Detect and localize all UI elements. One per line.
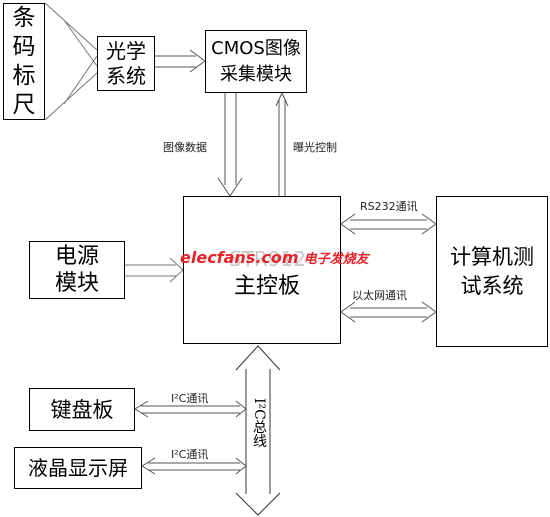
lcd-link-arrow — [141, 457, 247, 475]
cmos-module-box: CMOS图像采集模块 — [205, 30, 307, 93]
watermark-cn: 电子发烧友 — [303, 252, 369, 267]
power-arrow — [125, 257, 184, 283]
lcd-label: 液晶显示屏 — [28, 456, 128, 480]
image-data-label: 图像数据 — [163, 141, 207, 154]
ethernet-arrow — [340, 301, 437, 323]
lcd-box: 液晶显示屏 — [14, 447, 142, 489]
image-data-arrow — [217, 93, 243, 197]
rs232-label: RS232通讯 — [360, 200, 418, 213]
ethernet-label: 以太网通讯 — [352, 289, 407, 302]
barcode-ruler-box: 条码标尺 — [3, 3, 45, 120]
main-board-faded-label: STR912 — [229, 247, 306, 271]
main-board-box: STR912 主控板 — [183, 196, 341, 344]
i2c-label-lcd: I²C通讯 — [171, 448, 209, 461]
keyboard-link-arrow — [134, 400, 247, 418]
pc-test-box: 计算机测试系统 — [436, 196, 548, 347]
optical-system-box: 光学系统 — [97, 36, 155, 91]
i2c-label-keyboard: I²C通讯 — [171, 392, 209, 405]
optical-to-cmos-arrow — [155, 49, 206, 73]
pc-test-label: 计算机测试系统 — [450, 244, 534, 298]
keyboard-label: 键盘板 — [50, 397, 114, 422]
main-board-label: 主控板 — [234, 274, 301, 299]
optical-system-label: 光学系统 — [106, 38, 146, 88]
power-module-label: 电源模块 — [54, 244, 99, 296]
keyboard-box: 键盘板 — [29, 388, 135, 431]
light-path-lines — [44, 2, 98, 121]
cmos-module-label: CMOS图像采集模块 — [211, 37, 301, 85]
barcode-ruler-label: 条码标尺 — [12, 4, 36, 118]
i2c-bus-label: I²C总线 — [251, 398, 267, 448]
exposure-control-label: 曝光控制 — [293, 141, 337, 154]
rs232-arrow — [340, 213, 437, 235]
watermark-brand: elecfans.com — [180, 248, 299, 267]
exposure-control-arrow — [275, 91, 289, 196]
watermark: elecfans.com 电子发烧友 — [180, 248, 369, 267]
i2c-bus-arrow — [235, 345, 281, 516]
power-module-box: 电源模块 — [29, 241, 125, 299]
